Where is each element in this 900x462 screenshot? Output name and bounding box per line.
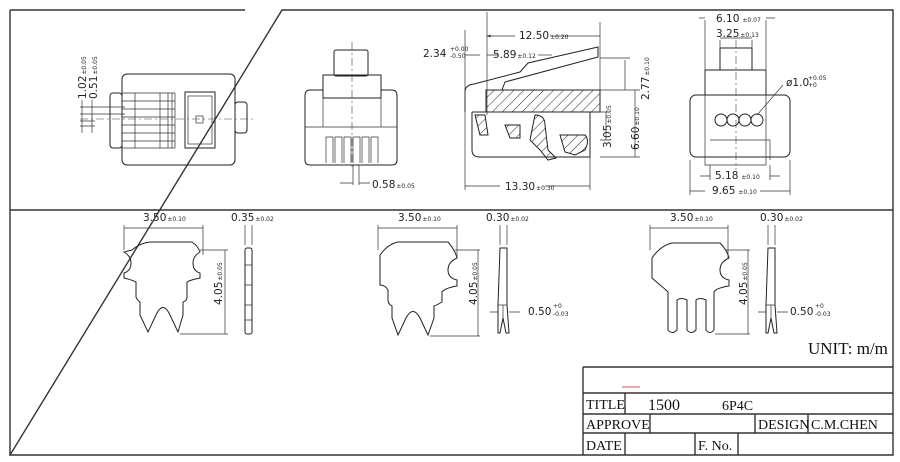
side-view: 12.50±0.20 2.34+0.00-0.50 5.89±0.12 2.77… <box>423 12 652 193</box>
dim-0-58: 0.58±0.05 <box>372 179 415 191</box>
fno-label: F. No. <box>698 439 732 454</box>
dim-12-50: 12.50±0.20 <box>519 30 569 42</box>
contact-1-height: 4.05±0.05 <box>213 262 225 305</box>
design-label: DESIGN <box>758 418 809 433</box>
approve-label: APPROVE <box>586 418 650 433</box>
front-view: 0.58±0.05 <box>304 42 415 191</box>
title-label: TITLE <box>586 398 625 413</box>
dim-3-25: 3.25±0.13 <box>716 28 759 40</box>
contact-2-height: 4.05±0.05 <box>468 262 480 305</box>
dim-dia-1-0: ø1.0+0.05+0 <box>786 75 827 89</box>
contact-1-thickness: 0.35±0.02 <box>231 212 274 224</box>
dim-1-02: 1.02±0.05 <box>77 56 89 99</box>
drawing-frame <box>8 9 894 456</box>
dim-6-10: 6.10±0.07 <box>716 13 761 25</box>
dim-5-89: 5.89±0.12 <box>493 49 536 61</box>
unit-label: UNIT: m/m <box>808 339 888 358</box>
contact-1: 3.50±0.10 0.35±0.02 4.05±0.05 <box>122 212 274 335</box>
contact-2-thickness: 0.30±0.02 <box>486 212 529 224</box>
contact-3-width: 3.50±0.10 <box>670 212 713 224</box>
top-view: 1.02±0.05 0.51±0.05 <box>77 56 255 166</box>
dim-3-05: 3.05±0.05 <box>602 105 614 148</box>
dim-2-77: 2.77±0.10 <box>640 57 652 100</box>
dim-6-60: 6.60±0.10 <box>630 107 642 150</box>
contact-2: 3.50±0.10 0.30±0.02 4.05±0.05 0.50+0-0.0… <box>377 212 569 337</box>
contact-3-height: 4.05±0.05 <box>738 262 750 305</box>
dim-5-18: 5.18±0.10 <box>715 170 760 182</box>
end-view: 6.10±0.07 3.25±0.13 ø1.0+0.05+0 5.18±0.1… <box>689 13 827 197</box>
contact-2-tip: 0.50+0-0.03 <box>528 303 569 318</box>
contact-3-tip: 0.50+0-0.03 <box>790 303 831 318</box>
dim-9-65: 9.65±0.10 <box>712 185 757 197</box>
date-label: DATE <box>586 439 622 454</box>
design-value: C.M.CHEN <box>811 418 878 433</box>
contact-3: 3.50±0.10 0.30±0.02 4.05±0.05 0.50+0-0.0… <box>649 212 831 335</box>
contact-1-width: 3.50±0.10 <box>143 212 186 224</box>
dim-13-30: 13.30±0.30 <box>505 181 555 193</box>
dim-2-34: 2.34+0.00-0.50 <box>423 46 469 60</box>
title-value-1: 1500 <box>648 397 680 414</box>
contact-3-thickness: 0.30±0.02 <box>760 212 803 224</box>
contact-2-width: 3.50±0.10 <box>398 212 441 224</box>
dim-0-51: 0.51±0.05 <box>88 56 100 99</box>
title-value-2: 6P4C <box>722 399 753 414</box>
title-block: TITLE 1500 6P4C APPROVE DESIGN C.M.CHEN … <box>582 366 893 455</box>
